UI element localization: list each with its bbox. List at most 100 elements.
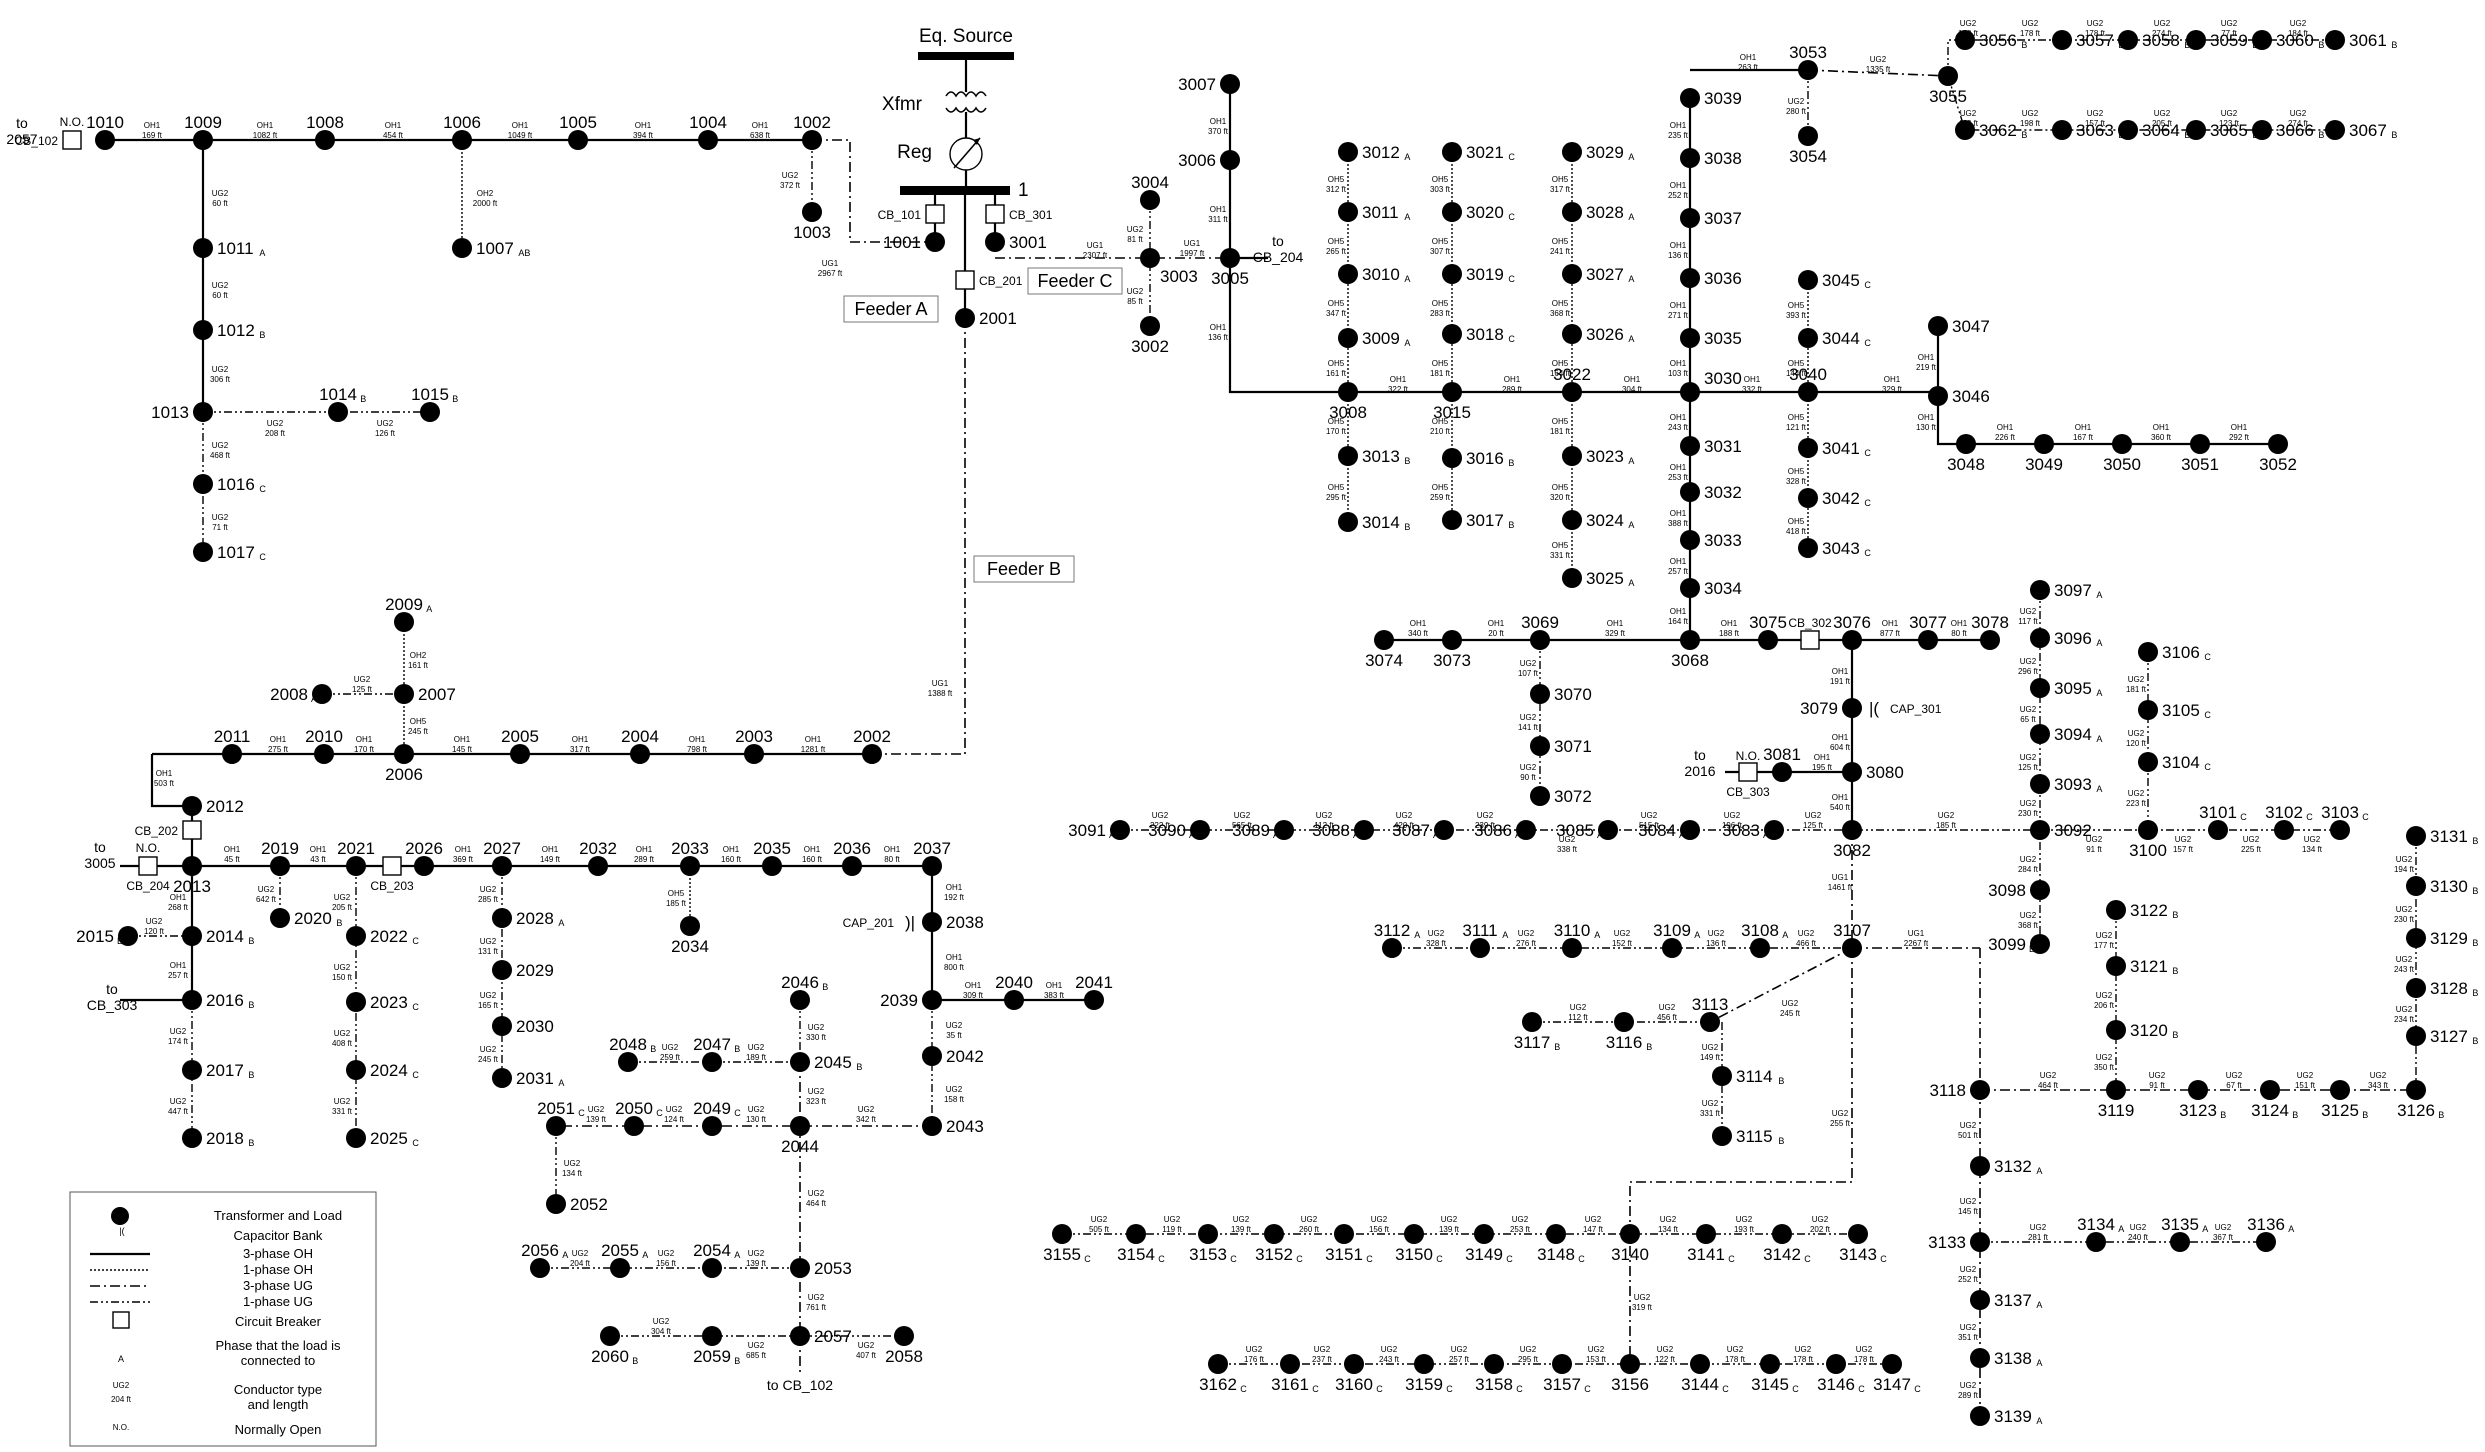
capacitor-icon[interactable]: |( [1869, 699, 1879, 718]
bus-3039-node[interactable] [1680, 88, 1700, 108]
bus-3152-node[interactable] [1264, 1224, 1284, 1244]
bus-2057-node[interactable] [790, 1326, 810, 1346]
bus-3011-node[interactable] [1338, 202, 1358, 222]
bus-3084-node[interactable] [1680, 820, 1700, 840]
bus-3013-node[interactable] [1338, 446, 1358, 466]
bus-3064-node[interactable] [2118, 120, 2138, 140]
bus-2048-node[interactable] [618, 1052, 638, 1072]
bus-1014-node[interactable] [328, 402, 348, 422]
bus-3043-node[interactable] [1798, 538, 1818, 558]
bus-1012-node[interactable] [193, 320, 213, 340]
bus-3109-node[interactable] [1662, 938, 1682, 958]
circuit-breaker-cb_102[interactable] [62, 130, 82, 150]
bus-2023-node[interactable] [346, 992, 366, 1012]
bus-2032-node[interactable] [588, 856, 608, 876]
bus-3056-node[interactable] [1955, 30, 1975, 50]
bus-3153-node[interactable] [1198, 1224, 1218, 1244]
bus-3053-node[interactable] [1798, 60, 1818, 80]
bus-3075-node[interactable] [1758, 630, 1778, 650]
bus-3024-node[interactable] [1562, 510, 1582, 530]
bus-3094-node[interactable] [2030, 724, 2050, 744]
bus-3158-node[interactable] [1484, 1354, 1504, 1374]
bus-3129-node[interactable] [2406, 928, 2426, 948]
bus-2060-node[interactable] [600, 1326, 620, 1346]
bus-3100-node[interactable] [2138, 820, 2158, 840]
circuit-breaker-cb_202[interactable] [182, 820, 202, 840]
bus-3086-node[interactable] [1516, 820, 1536, 840]
bus-3098-node[interactable] [2030, 880, 2050, 900]
bus-3117-node[interactable] [1522, 1012, 1542, 1032]
bus-1011-node[interactable] [193, 238, 213, 258]
bus-3082-node[interactable] [1842, 820, 1862, 840]
bus-3143-node[interactable] [1848, 1224, 1868, 1244]
bus-2002-node[interactable] [862, 744, 882, 764]
bus-3149-node[interactable] [1474, 1224, 1494, 1244]
bus-2050-node[interactable] [624, 1116, 644, 1136]
bus-3080-node[interactable] [1842, 762, 1862, 782]
bus-1002-node[interactable] [802, 130, 822, 150]
bus-3093-node[interactable] [2030, 774, 2050, 794]
bus-2047-node[interactable] [702, 1052, 722, 1072]
bus-2040-node[interactable] [1004, 990, 1024, 1010]
bus-3015-node[interactable] [1442, 382, 1462, 402]
bus-3035-node[interactable] [1680, 328, 1700, 348]
bus-3017-node[interactable] [1442, 510, 1462, 530]
bus-3148-node[interactable] [1546, 1224, 1566, 1244]
bus-3083-node[interactable] [1764, 820, 1784, 840]
bus-2015-node[interactable] [118, 926, 138, 946]
bus-3161-node[interactable] [1280, 1354, 1300, 1374]
bus-3127-node[interactable] [2406, 1026, 2426, 1046]
bus-3050-node[interactable] [2112, 434, 2132, 454]
bus-2026-node[interactable] [414, 856, 434, 876]
bus-3138-node[interactable] [1970, 1348, 1990, 1368]
bus-2005-node[interactable] [510, 744, 530, 764]
bus-3032-node[interactable] [1680, 482, 1700, 502]
bus-3090-node[interactable] [1190, 820, 1210, 840]
bus-3008-node[interactable] [1338, 382, 1358, 402]
bus-3157-node[interactable] [1552, 1354, 1572, 1374]
bus-3057-node[interactable] [2052, 30, 2072, 50]
bus-2052-node[interactable] [546, 1194, 566, 1214]
bus-3002-node[interactable] [1140, 316, 1160, 336]
bus-3162-node[interactable] [1208, 1354, 1228, 1374]
bus-3108-node[interactable] [1750, 938, 1770, 958]
bus-3023-node[interactable] [1562, 446, 1582, 466]
bus-2056-node[interactable] [530, 1258, 550, 1278]
bus-2030-node[interactable] [492, 1016, 512, 1036]
bus-3097-node[interactable] [2030, 580, 2050, 600]
bus-1013-node[interactable] [193, 402, 213, 422]
bus-3085-node[interactable] [1598, 820, 1618, 840]
bus-3048-node[interactable] [1956, 434, 1976, 454]
bus-2008-node[interactable] [312, 684, 332, 704]
bus-3001-node[interactable] [985, 232, 1005, 252]
bus-3141-node[interactable] [1696, 1224, 1716, 1244]
bus-2021-node[interactable] [346, 856, 366, 876]
bus-3107-node[interactable] [1842, 938, 1862, 958]
bus-3128-node[interactable] [2406, 978, 2426, 998]
bus-3016-node[interactable] [1442, 448, 1462, 468]
bus-2004-node[interactable] [630, 744, 650, 764]
bus-3159-node[interactable] [1414, 1354, 1434, 1374]
circuit-breaker-cb_301[interactable] [985, 204, 1005, 224]
bus-3146-node[interactable] [1826, 1354, 1846, 1374]
bus-3077-node[interactable] [1918, 630, 1938, 650]
bus-3058-node[interactable] [2118, 30, 2138, 50]
bus-3119-node[interactable] [2106, 1080, 2126, 1100]
bus-2014-node[interactable] [182, 926, 202, 946]
bus-2054-node[interactable] [702, 1258, 722, 1278]
bus-3140-node[interactable] [1620, 1224, 1640, 1244]
bus-3074-node[interactable] [1374, 630, 1394, 650]
bus-3041-node[interactable] [1798, 438, 1818, 458]
bus-3007-node[interactable] [1220, 74, 1240, 94]
bus-2034-node[interactable] [680, 916, 700, 936]
bus-2006-node[interactable] [394, 744, 414, 764]
bus-3160-node[interactable] [1344, 1354, 1364, 1374]
circuit-breaker-cb_203[interactable] [382, 856, 402, 876]
bus-3096-node[interactable] [2030, 628, 2050, 648]
bus-3052-node[interactable] [2268, 434, 2288, 454]
bus-2035-node[interactable] [762, 856, 782, 876]
bus-3026-node[interactable] [1562, 324, 1582, 344]
bus-3156-node[interactable] [1620, 1354, 1640, 1374]
bus-3151-node[interactable] [1334, 1224, 1354, 1244]
bus-3059-node[interactable] [2186, 30, 2206, 50]
